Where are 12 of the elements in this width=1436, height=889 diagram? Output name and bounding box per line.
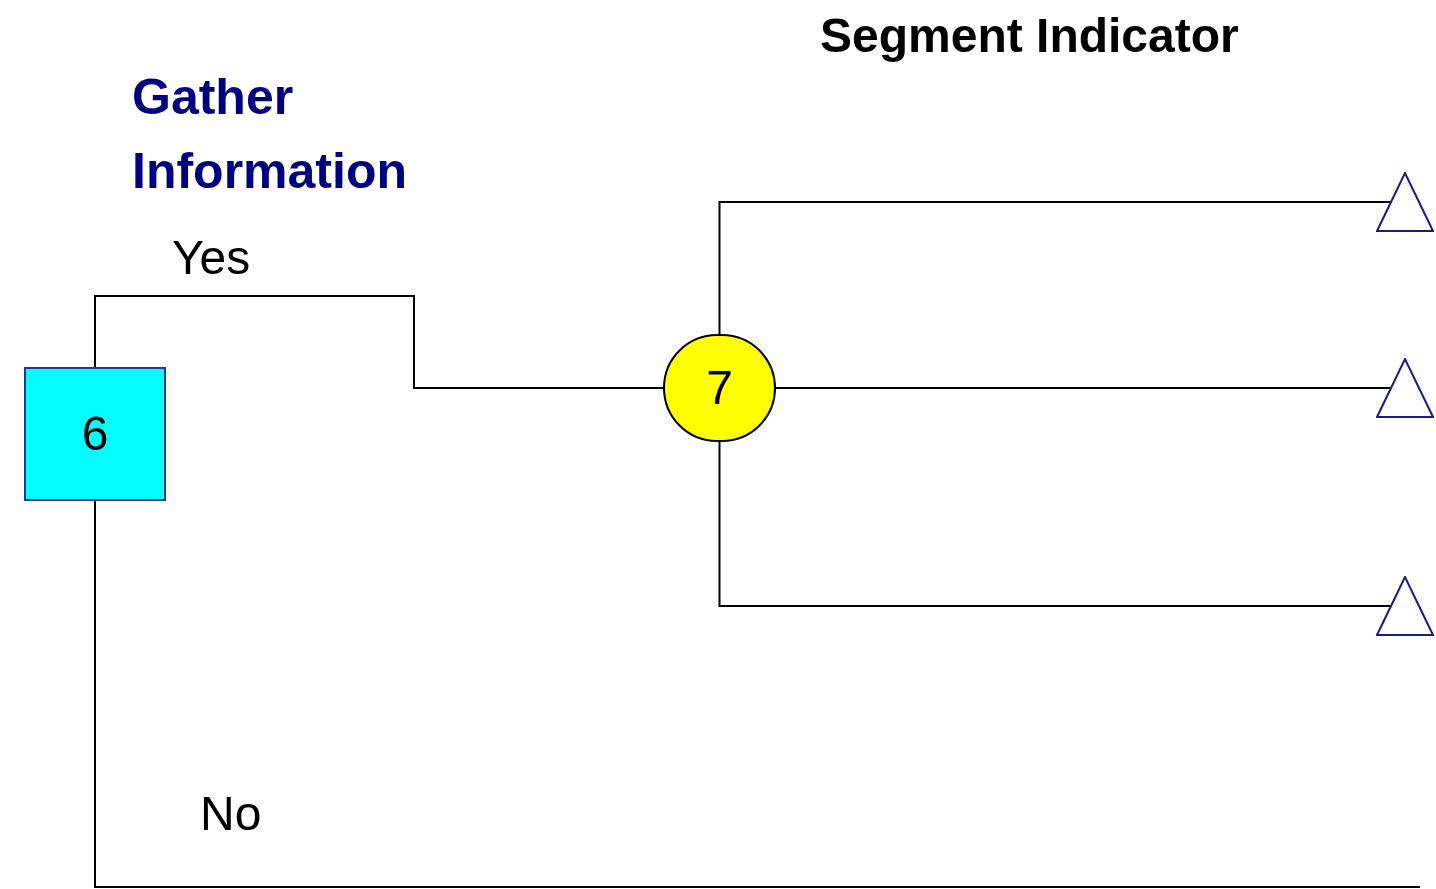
end-triangle (1376, 172, 1434, 232)
heading-text: Gather Information (132, 68, 408, 201)
end-triangle (1376, 358, 1434, 418)
heading-text: Segment Indicator (820, 8, 1239, 64)
connector-line (94, 295, 664, 389)
edge-label: Yes (172, 230, 251, 286)
node-number: 7 (706, 364, 733, 412)
edge-label: No (200, 786, 262, 842)
decision-box (24, 367, 166, 501)
connector-line (94, 500, 1421, 888)
end-triangle (1376, 576, 1434, 636)
node-number: 6 (81, 410, 109, 458)
